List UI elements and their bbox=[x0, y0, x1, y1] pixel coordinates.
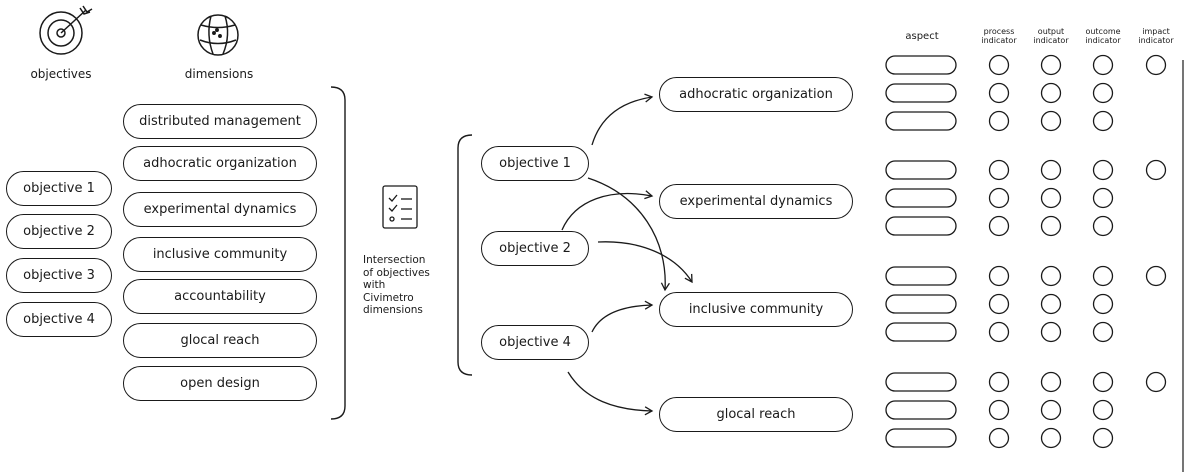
dimension-pill: open design bbox=[123, 366, 317, 401]
objective-pill: objective 2 bbox=[6, 214, 112, 249]
aspect-header: aspect bbox=[905, 31, 939, 42]
impact-indicator-slot bbox=[1145, 371, 1167, 393]
dimension-pill: adhocratic organization bbox=[123, 146, 317, 181]
dimension-pill: inclusive community bbox=[123, 237, 317, 272]
output-indicator-slot bbox=[1040, 371, 1062, 393]
outcome-indicator-slot bbox=[1092, 321, 1114, 343]
globe-icon bbox=[197, 14, 239, 56]
impact-indicator-slot bbox=[1145, 159, 1167, 181]
output-indicator-slot bbox=[1040, 399, 1062, 421]
outcome-indicator-slot bbox=[1092, 265, 1114, 287]
arrow-obj1-adhocratic bbox=[591, 93, 654, 146]
outcome-indicator-header: outcome indicator bbox=[1085, 27, 1121, 45]
outcome-indicator-slot bbox=[1092, 399, 1114, 421]
process-indicator-slot bbox=[988, 159, 1010, 181]
impact-indicator-header: impact indicator bbox=[1138, 27, 1174, 45]
output-indicator-slot bbox=[1040, 215, 1062, 237]
aspect-slot bbox=[885, 160, 957, 180]
mapped-objective-pill: objective 2 bbox=[481, 231, 589, 266]
objectives-title: objectives bbox=[30, 67, 92, 81]
arrow-obj1-inclusive bbox=[587, 177, 670, 292]
dimension-pill: glocal reach bbox=[123, 323, 317, 358]
output-indicator-slot bbox=[1040, 159, 1062, 181]
arrow-obj4-glocal bbox=[567, 371, 654, 416]
output-indicator-slot bbox=[1040, 82, 1062, 104]
outcome-indicator-slot bbox=[1092, 371, 1114, 393]
aspect-slot bbox=[885, 55, 957, 75]
indicator-grid bbox=[885, 54, 1167, 449]
process-indicator-slot bbox=[988, 399, 1010, 421]
dimension-pill: distributed management bbox=[123, 104, 317, 139]
mapped-objective-pill: objective 1 bbox=[481, 146, 589, 181]
process-indicator-slot bbox=[988, 321, 1010, 343]
output-indicator-slot bbox=[1040, 187, 1062, 209]
mapped-objective-pill: objective 4 bbox=[481, 325, 589, 360]
outcome-indicator-slot bbox=[1092, 110, 1114, 132]
outcome-indicator-slot bbox=[1092, 54, 1114, 76]
arrow-obj4-inclusive bbox=[591, 300, 654, 333]
objective-pill: objective 4 bbox=[6, 302, 112, 337]
aspect-slot bbox=[885, 216, 957, 236]
aspect-slot bbox=[885, 372, 957, 392]
target-icon bbox=[39, 5, 93, 55]
checklist-icon bbox=[382, 185, 418, 229]
aspect-slot bbox=[885, 266, 957, 286]
aspect-slot bbox=[885, 400, 957, 420]
outcome-indicator-slot bbox=[1092, 215, 1114, 237]
output-indicator-slot bbox=[1040, 293, 1062, 315]
impact-indicator-slot bbox=[1145, 265, 1167, 287]
aspect-slot bbox=[885, 111, 957, 131]
aspect-slot bbox=[885, 294, 957, 314]
process-indicator-slot bbox=[988, 82, 1010, 104]
output-indicator-slot bbox=[1040, 110, 1062, 132]
aspect-slot bbox=[885, 188, 957, 208]
dimensions-bracket bbox=[330, 86, 346, 420]
dimension-pill: experimental dynamics bbox=[123, 192, 317, 227]
outcome-indicator-slot bbox=[1092, 427, 1114, 449]
output-indicator-header: output indicator bbox=[1033, 27, 1069, 45]
outcome-indicator-slot bbox=[1092, 293, 1114, 315]
process-indicator-header: process indicator bbox=[981, 27, 1017, 45]
mapped-dimension-pill: adhocratic organization bbox=[659, 77, 853, 112]
process-indicator-slot bbox=[988, 265, 1010, 287]
process-indicator-slot bbox=[988, 54, 1010, 76]
output-indicator-slot bbox=[1040, 54, 1062, 76]
arrow-obj2-inclusive bbox=[597, 241, 693, 284]
dimension-pill: accountability bbox=[123, 279, 317, 314]
process-indicator-slot bbox=[988, 371, 1010, 393]
objective-pill: objective 1 bbox=[6, 171, 112, 206]
output-indicator-slot bbox=[1040, 427, 1062, 449]
impact-indicator-slot bbox=[1145, 54, 1167, 76]
objective-pill: objective 3 bbox=[6, 258, 112, 293]
outcome-indicator-slot bbox=[1092, 159, 1114, 181]
process-indicator-slot bbox=[988, 215, 1010, 237]
output-indicator-slot bbox=[1040, 265, 1062, 287]
mapped-dimension-pill: experimental dynamics bbox=[659, 184, 853, 219]
mapping-bracket bbox=[457, 134, 473, 376]
process-indicator-slot bbox=[988, 187, 1010, 209]
mapping-arrows bbox=[561, 93, 693, 416]
aspect-slot bbox=[885, 322, 957, 342]
process-indicator-slot bbox=[988, 110, 1010, 132]
mapped-dimension-pill: inclusive community bbox=[659, 292, 853, 327]
arrow-obj2-experimental bbox=[561, 190, 654, 231]
outcome-indicator-slot bbox=[1092, 82, 1114, 104]
process-indicator-slot bbox=[988, 427, 1010, 449]
aspect-slot bbox=[885, 83, 957, 103]
process-indicator-slot bbox=[988, 293, 1010, 315]
intersection-note: Intersection of objectives with Civimetr… bbox=[363, 254, 430, 316]
dimensions-title: dimensions bbox=[184, 67, 254, 81]
aspect-slot bbox=[885, 428, 957, 448]
outcome-indicator-slot bbox=[1092, 187, 1114, 209]
output-indicator-slot bbox=[1040, 321, 1062, 343]
mapped-dimension-pill: glocal reach bbox=[659, 397, 853, 432]
